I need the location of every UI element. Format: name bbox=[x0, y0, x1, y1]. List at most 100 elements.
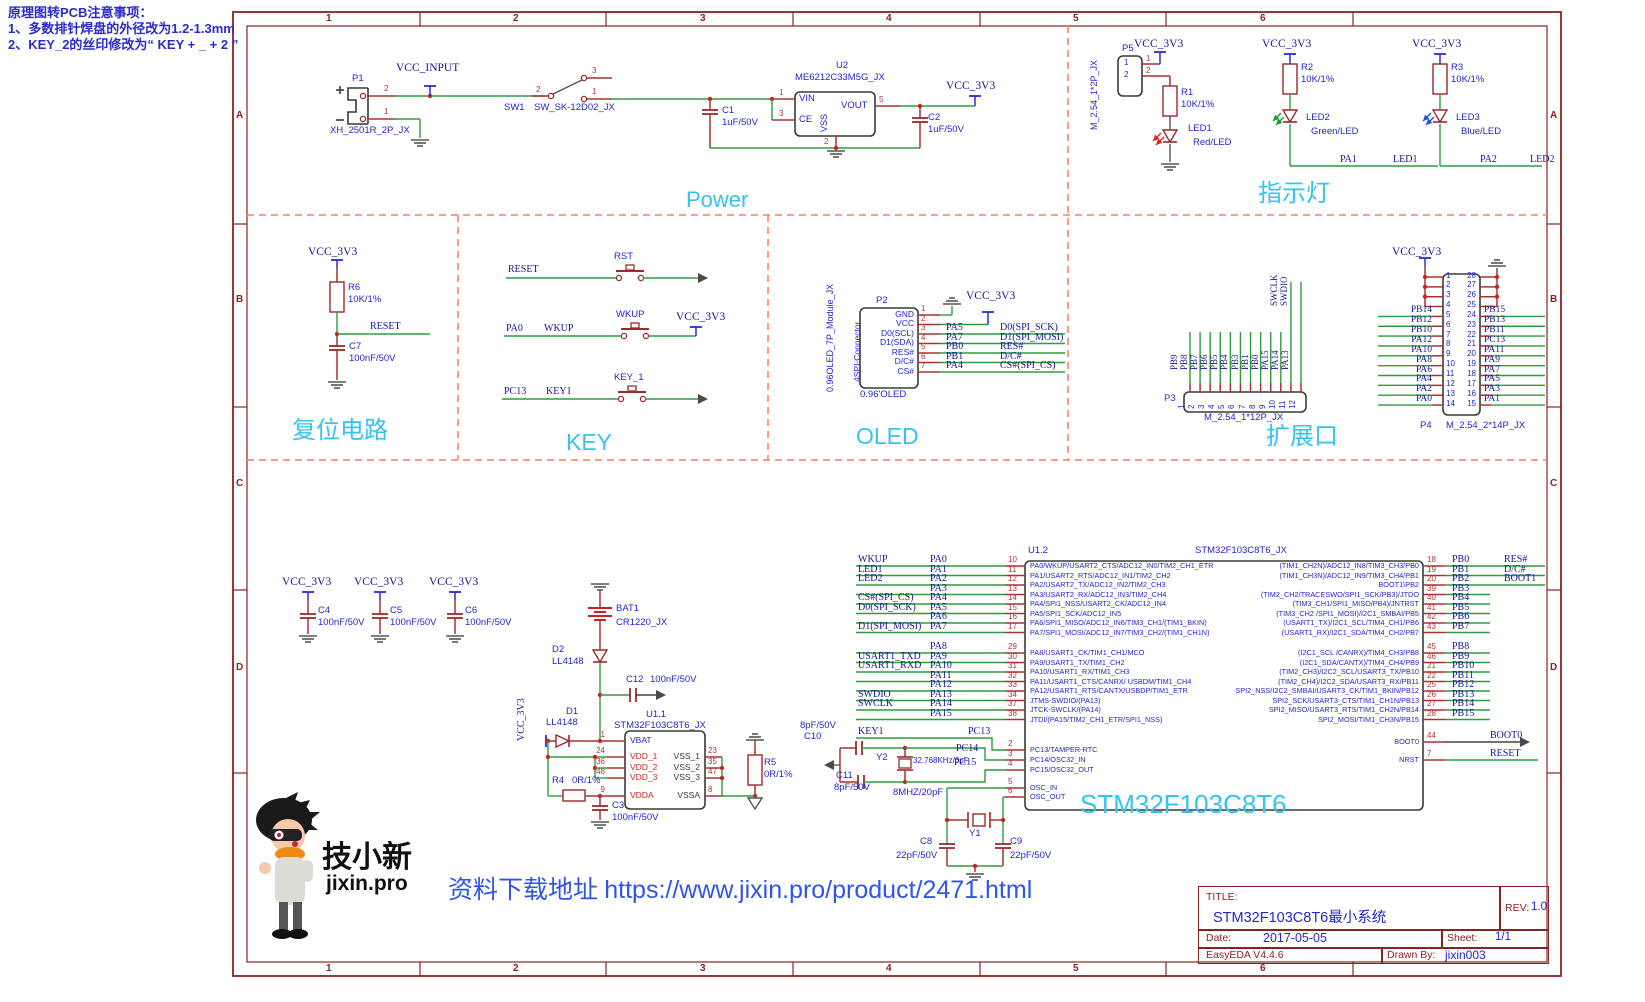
sw1-pin-number: 1 bbox=[592, 87, 597, 96]
port-net-label: PA14 bbox=[930, 698, 952, 709]
vcc-3v3-net-flag: VCC_3V3 bbox=[282, 576, 332, 588]
r6-ref: R6 bbox=[348, 282, 361, 293]
port-net-label: PB5 bbox=[1452, 601, 1470, 613]
u11-pin-name: VDDA bbox=[630, 789, 654, 800]
drawn-by-label: Drawn By: bbox=[1387, 949, 1436, 961]
p3-net-label: PB3 bbox=[1229, 354, 1240, 370]
p4-net-label: PA1 bbox=[1484, 394, 1501, 405]
u12-pin-number: 12 bbox=[1008, 574, 1017, 583]
port-net-label: PA10 bbox=[930, 660, 952, 671]
port-net-label: PB3 bbox=[1452, 582, 1470, 594]
sw1-ref: SW1 bbox=[504, 102, 525, 113]
port-net-label: PB0 bbox=[1452, 554, 1470, 565]
net-label: D1(SPI_MOSI) bbox=[1000, 331, 1064, 343]
frame-col-number: 3 bbox=[700, 963, 706, 974]
net-label: RESET bbox=[1490, 748, 1521, 759]
p4-pin-number: 20 bbox=[1467, 349, 1476, 359]
p3-pin-number: 11 bbox=[1277, 400, 1287, 409]
oled-pin-name: D0(SCL) bbox=[880, 327, 914, 338]
u2-pin-vout: VOUT bbox=[841, 100, 868, 111]
r4-value: 0R/1% bbox=[572, 775, 601, 786]
u2-pin-number: 3 bbox=[779, 109, 784, 118]
p3-footprint: M_2.54_1*12P_JX bbox=[1204, 412, 1284, 423]
frame-row-letter: C bbox=[1550, 478, 1558, 489]
u12-pin-function: OSC_IN bbox=[1030, 783, 1058, 792]
p4-pin-number: 23 bbox=[1467, 319, 1476, 329]
net-label: RES# bbox=[1000, 341, 1024, 352]
title-label: TITLE: bbox=[1206, 891, 1238, 903]
c12-ref: C12 bbox=[626, 674, 644, 685]
cap-value: 100nF/50V bbox=[390, 617, 437, 628]
port-net-label: PB14 bbox=[1452, 698, 1475, 709]
u11-part: STM32F103C8T6_JX bbox=[614, 720, 706, 731]
net-label: BOOT0 bbox=[1490, 730, 1523, 741]
p4-pin-number: 25 bbox=[1467, 300, 1476, 310]
p3-pin-number: 3 bbox=[1197, 404, 1207, 409]
frame-col-number: 4 bbox=[886, 13, 892, 24]
p4-pin-number: 10 bbox=[1446, 359, 1455, 369]
download-url[interactable]: https://www.jixin.pro/product/2471.html bbox=[604, 876, 1033, 904]
p3-pin-number: 10 bbox=[1267, 400, 1277, 409]
port-net-label: PA8 bbox=[930, 641, 947, 652]
download-link[interactable]: 资料下载地址 https://www.jixin.pro/product/247… bbox=[448, 870, 1032, 906]
u12-pin-function: PA0/WKUP/USART2_CTS/ADC12_IN0/TIM2_CH1_E… bbox=[1030, 561, 1214, 570]
led3-value: Blue/LED bbox=[1461, 126, 1502, 137]
frame-row-letter: B bbox=[236, 294, 244, 305]
u12-pin-number: 46 bbox=[1427, 651, 1436, 661]
u12-pin-number: 28 bbox=[1427, 708, 1436, 718]
port-net-label: PA3 bbox=[930, 582, 947, 594]
c9-ref: C9 bbox=[1010, 836, 1023, 847]
oled-pin-name: VCC bbox=[896, 318, 914, 328]
p4-net-label: PA3 bbox=[1484, 384, 1501, 395]
vcc-3v3-net-flag: VCC_3V3 bbox=[676, 311, 726, 323]
u12-pin-function: NRST bbox=[1399, 755, 1419, 764]
net-label: D/C# bbox=[1504, 563, 1526, 575]
led1-ref: LED1 bbox=[1188, 123, 1212, 134]
bat1-ref: BAT1 bbox=[616, 603, 640, 614]
c3-ref: C3 bbox=[612, 800, 625, 811]
section-reset-label: 复位电路 bbox=[292, 417, 388, 444]
led2-value: Green/LED bbox=[1311, 126, 1359, 137]
p3-pin-number: 5 bbox=[1217, 404, 1227, 409]
c8-value: 22pF/50V bbox=[896, 850, 938, 861]
net-label: D/C# bbox=[1000, 350, 1022, 362]
port-net-label: PA0 bbox=[930, 554, 947, 565]
c7-value: 100nF/50V bbox=[349, 353, 396, 364]
p3-net-label: PB1 bbox=[1239, 354, 1250, 370]
u2-pin-vss: VSS bbox=[819, 113, 829, 132]
oled-pin-name: D1(SDA) bbox=[879, 337, 914, 347]
r5-ref: R5 bbox=[764, 757, 777, 768]
p3-net-label: PB0 bbox=[1249, 354, 1260, 370]
cap-ref: C4 bbox=[318, 605, 331, 616]
led2-ref: LED2 bbox=[1306, 112, 1330, 123]
p4-net-label: PB12 bbox=[1410, 315, 1432, 326]
r4-ref: R4 bbox=[552, 775, 565, 786]
p4-pin-number: 26 bbox=[1467, 290, 1476, 300]
r5-value: 0R/1% bbox=[764, 769, 793, 780]
port-net-label: PA1 bbox=[930, 563, 947, 575]
p3-net-label: PB6 bbox=[1199, 354, 1210, 370]
drawn-by-value: jixin003 bbox=[1445, 948, 1486, 962]
p4-net-label: PB10 bbox=[1410, 325, 1432, 336]
p3-net-label: SWDIO bbox=[1279, 276, 1289, 307]
frame-col-number: 3 bbox=[700, 13, 706, 24]
mascot-logo bbox=[256, 792, 320, 939]
p4-pin-number: 14 bbox=[1446, 398, 1455, 408]
u12-pin-function: (TIM1_CH3N)/ADC12_IN9/TIM3_CH4/PB1 bbox=[1279, 570, 1420, 580]
p4-footprint: M_2.54_2*14P_JX bbox=[1446, 420, 1526, 431]
oled-pin-name: GND bbox=[895, 308, 914, 319]
u12-pin-function: (I2C1_SCL /CANRX)/TIM4_CH3/PB8 bbox=[1298, 648, 1419, 657]
u12-pin-number: 16 bbox=[1008, 612, 1017, 621]
u12-pin-function: (USART1_RX)/I2C1_SDA/TIM4_CH2/PB7 bbox=[1281, 627, 1419, 637]
u12-pin-function: BOOT1\PB2 bbox=[1378, 580, 1419, 589]
p3-net-label: PB4 bbox=[1219, 354, 1230, 370]
net-label: D1(SPI_MOSI) bbox=[858, 620, 922, 632]
c11-value: 8pF/50V bbox=[834, 782, 870, 793]
u12-pin-function: PA10/USART1_RX/TIM1_CH3 bbox=[1030, 667, 1130, 676]
u12-pin-function: PA11/USART1_CTS/CANRX/ USBDM/TIM1_CH4 bbox=[1030, 676, 1192, 686]
section-oled-label: OLED bbox=[856, 423, 919, 449]
p2-ref: P2 bbox=[876, 295, 888, 306]
u12-pin-number: 13 bbox=[1008, 583, 1017, 593]
port-net-label: PA13 bbox=[930, 688, 952, 700]
p3-pin-number: 1 bbox=[1177, 404, 1186, 409]
